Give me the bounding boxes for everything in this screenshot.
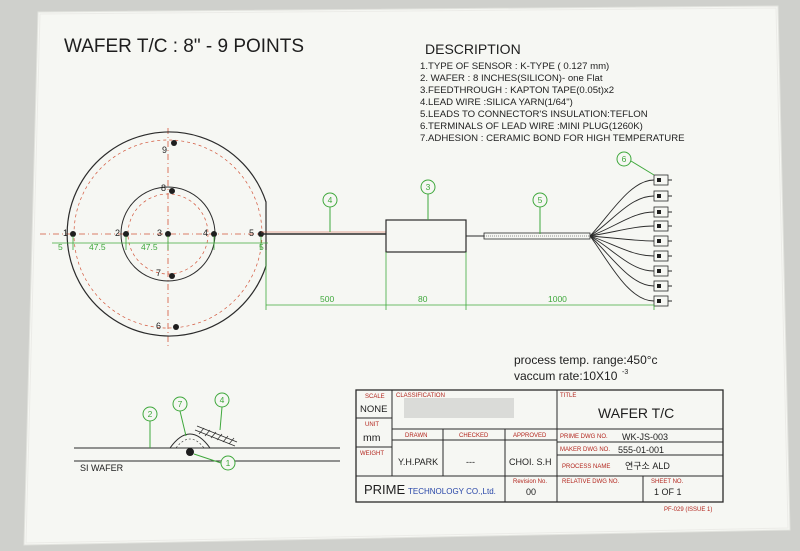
balloon-label: 7 [178,399,183,409]
maker-dwg-value: 555-01-001 [618,445,664,455]
sheet-no-label: SHEET NO. [651,479,684,485]
description-line: 5.LEADS TO CONNECTOR'S INSULATION:TEFLON [420,109,648,120]
description-line: 7.ADHESION : CERAMIC BOND FOR HIGH TEMPE… [420,133,685,144]
point-label: 4 [203,228,208,238]
balloon-label: 5 [538,195,543,205]
wafer-diagram: 1 2 3 4 5 6 7 8 9 5 47.5 47.5 5 [40,128,300,348]
length-dimensions [265,250,655,310]
point-3 [165,231,171,237]
point-label: 7 [156,268,161,278]
balloon-label: 4 [328,195,333,205]
description-line: 3.FEEDTHROUGH : KAPTON TAPE(0.05t)x2 [420,85,614,96]
dim-length-80: 80 [418,294,428,304]
unit-label: UNIT [365,422,379,428]
title-value: WAFER T/C [598,405,674,421]
feedthrough-block [385,219,467,253]
revision-value: 00 [526,487,536,497]
point-2 [123,231,129,237]
description-list: 1.TYPE OF SENSOR : K-TYPE ( 0.127 mm) 2.… [420,61,685,144]
unit-value: mm [363,432,381,444]
maker-dwg-label: MAKER DWG NO. [560,447,610,453]
approved-value: CHOI. S.H [509,457,552,467]
balloon-label: 4 [220,395,225,405]
drawing-title: WAFER T/C : 8" - 9 POINTS [64,36,304,57]
point-9 [171,140,177,146]
balloon-label: 2 [148,409,153,419]
relative-dwg-label: RELATIVE DWG NO. [562,479,620,485]
approved-label: APPROVED [513,433,547,439]
weight-label: WEIGHT [360,451,384,457]
point-4 [211,231,217,237]
process-name-label: PROCESS NAME [562,464,610,470]
description-line: 6.TERMINALS OF LEAD WIRE :MINI PLUG(1260… [420,121,643,132]
point-label: 9 [162,145,167,155]
point-label: 1 [63,228,68,238]
description-line: 4.LEAD WIRE :SILICA YARN(1/64") [420,97,573,108]
balloon-label: 3 [426,182,431,192]
point-label: 8 [161,183,166,193]
dim-length-1000: 1000 [548,294,567,304]
checked-value: --- [466,457,475,467]
company-subtitle: TECHNOLOGY CO.,Ltd. [408,487,496,496]
checked-label: CHECKED [459,433,489,439]
process-temp-note: process temp. range:450°c [514,353,658,367]
drawn-label: DRAWN [405,433,427,439]
cable-assembly [261,174,672,307]
si-wafer-label: SI WAFER [80,463,124,473]
balloon-label: 6 [622,154,627,164]
balloons-top [322,151,655,234]
classification-label: CLASSIFICATION [396,393,445,399]
point-1 [70,231,76,237]
scale-value: NONE [360,404,387,415]
point-label: 2 [115,228,120,238]
dim-left-edge: 5 [58,242,63,252]
process-name-value: 연구소 ALD [625,461,670,471]
dim-right-edge: 5 [259,242,264,252]
point-7 [169,273,175,279]
revision-label: Revision No. [513,479,547,485]
wafer-outline [66,131,267,337]
point-6 [173,324,179,330]
dim-left-span: 47.5 [89,242,106,252]
description-line: 2. WAFER : 8 INCHES(SILICON)- one Flat [420,73,603,84]
dim-length-500: 500 [320,294,334,304]
point-label: 5 [249,228,254,238]
form-number: PF-029 (ISSUE 1) [664,507,712,513]
drawn-value: Y.H.PARK [398,457,438,467]
vacuum-rate-exponent: -3 [622,369,628,376]
title-label: TITLE [560,393,576,399]
company-name: PRIME [364,482,406,497]
title-block [355,389,724,503]
point-8 [169,188,175,194]
description-line: 1.TYPE OF SENSOR : K-TYPE ( 0.127 mm) [420,61,609,72]
classification-redacted [404,398,514,418]
si-wafer-section: SI WAFER 2 7 4 1 [74,392,340,473]
sheet-no-value: 1 OF 1 [654,487,682,497]
point-label: 3 [157,228,162,238]
description-heading: DESCRIPTION [425,41,521,57]
scale-label: SCALE [365,394,385,400]
point-label: 6 [156,321,161,331]
prime-dwg-value: WK-JS-003 [622,432,668,442]
vacuum-rate-note: vaccum rate:10X10 [514,369,618,383]
prime-dwg-label: PRIME DWG NO. [560,434,608,440]
balloon-label: 1 [226,458,231,468]
dim-right-span: 47.5 [141,242,158,252]
paper-sheet [23,5,791,546]
